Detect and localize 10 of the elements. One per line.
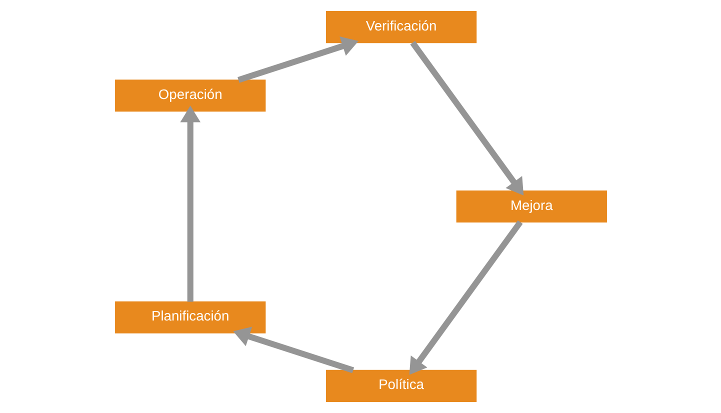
node-box: Planificación: [114, 301, 266, 334]
arrow: [410, 40, 524, 196]
arrow: [232, 326, 354, 374]
node-box: Operación: [114, 80, 266, 112]
node-box: Verificación: [325, 11, 476, 44]
arrow: [180, 106, 200, 302]
arrow: [237, 36, 358, 83]
node-box: Mejora: [456, 190, 606, 223]
arrow: [408, 220, 522, 375]
node-box: Política: [325, 370, 476, 402]
